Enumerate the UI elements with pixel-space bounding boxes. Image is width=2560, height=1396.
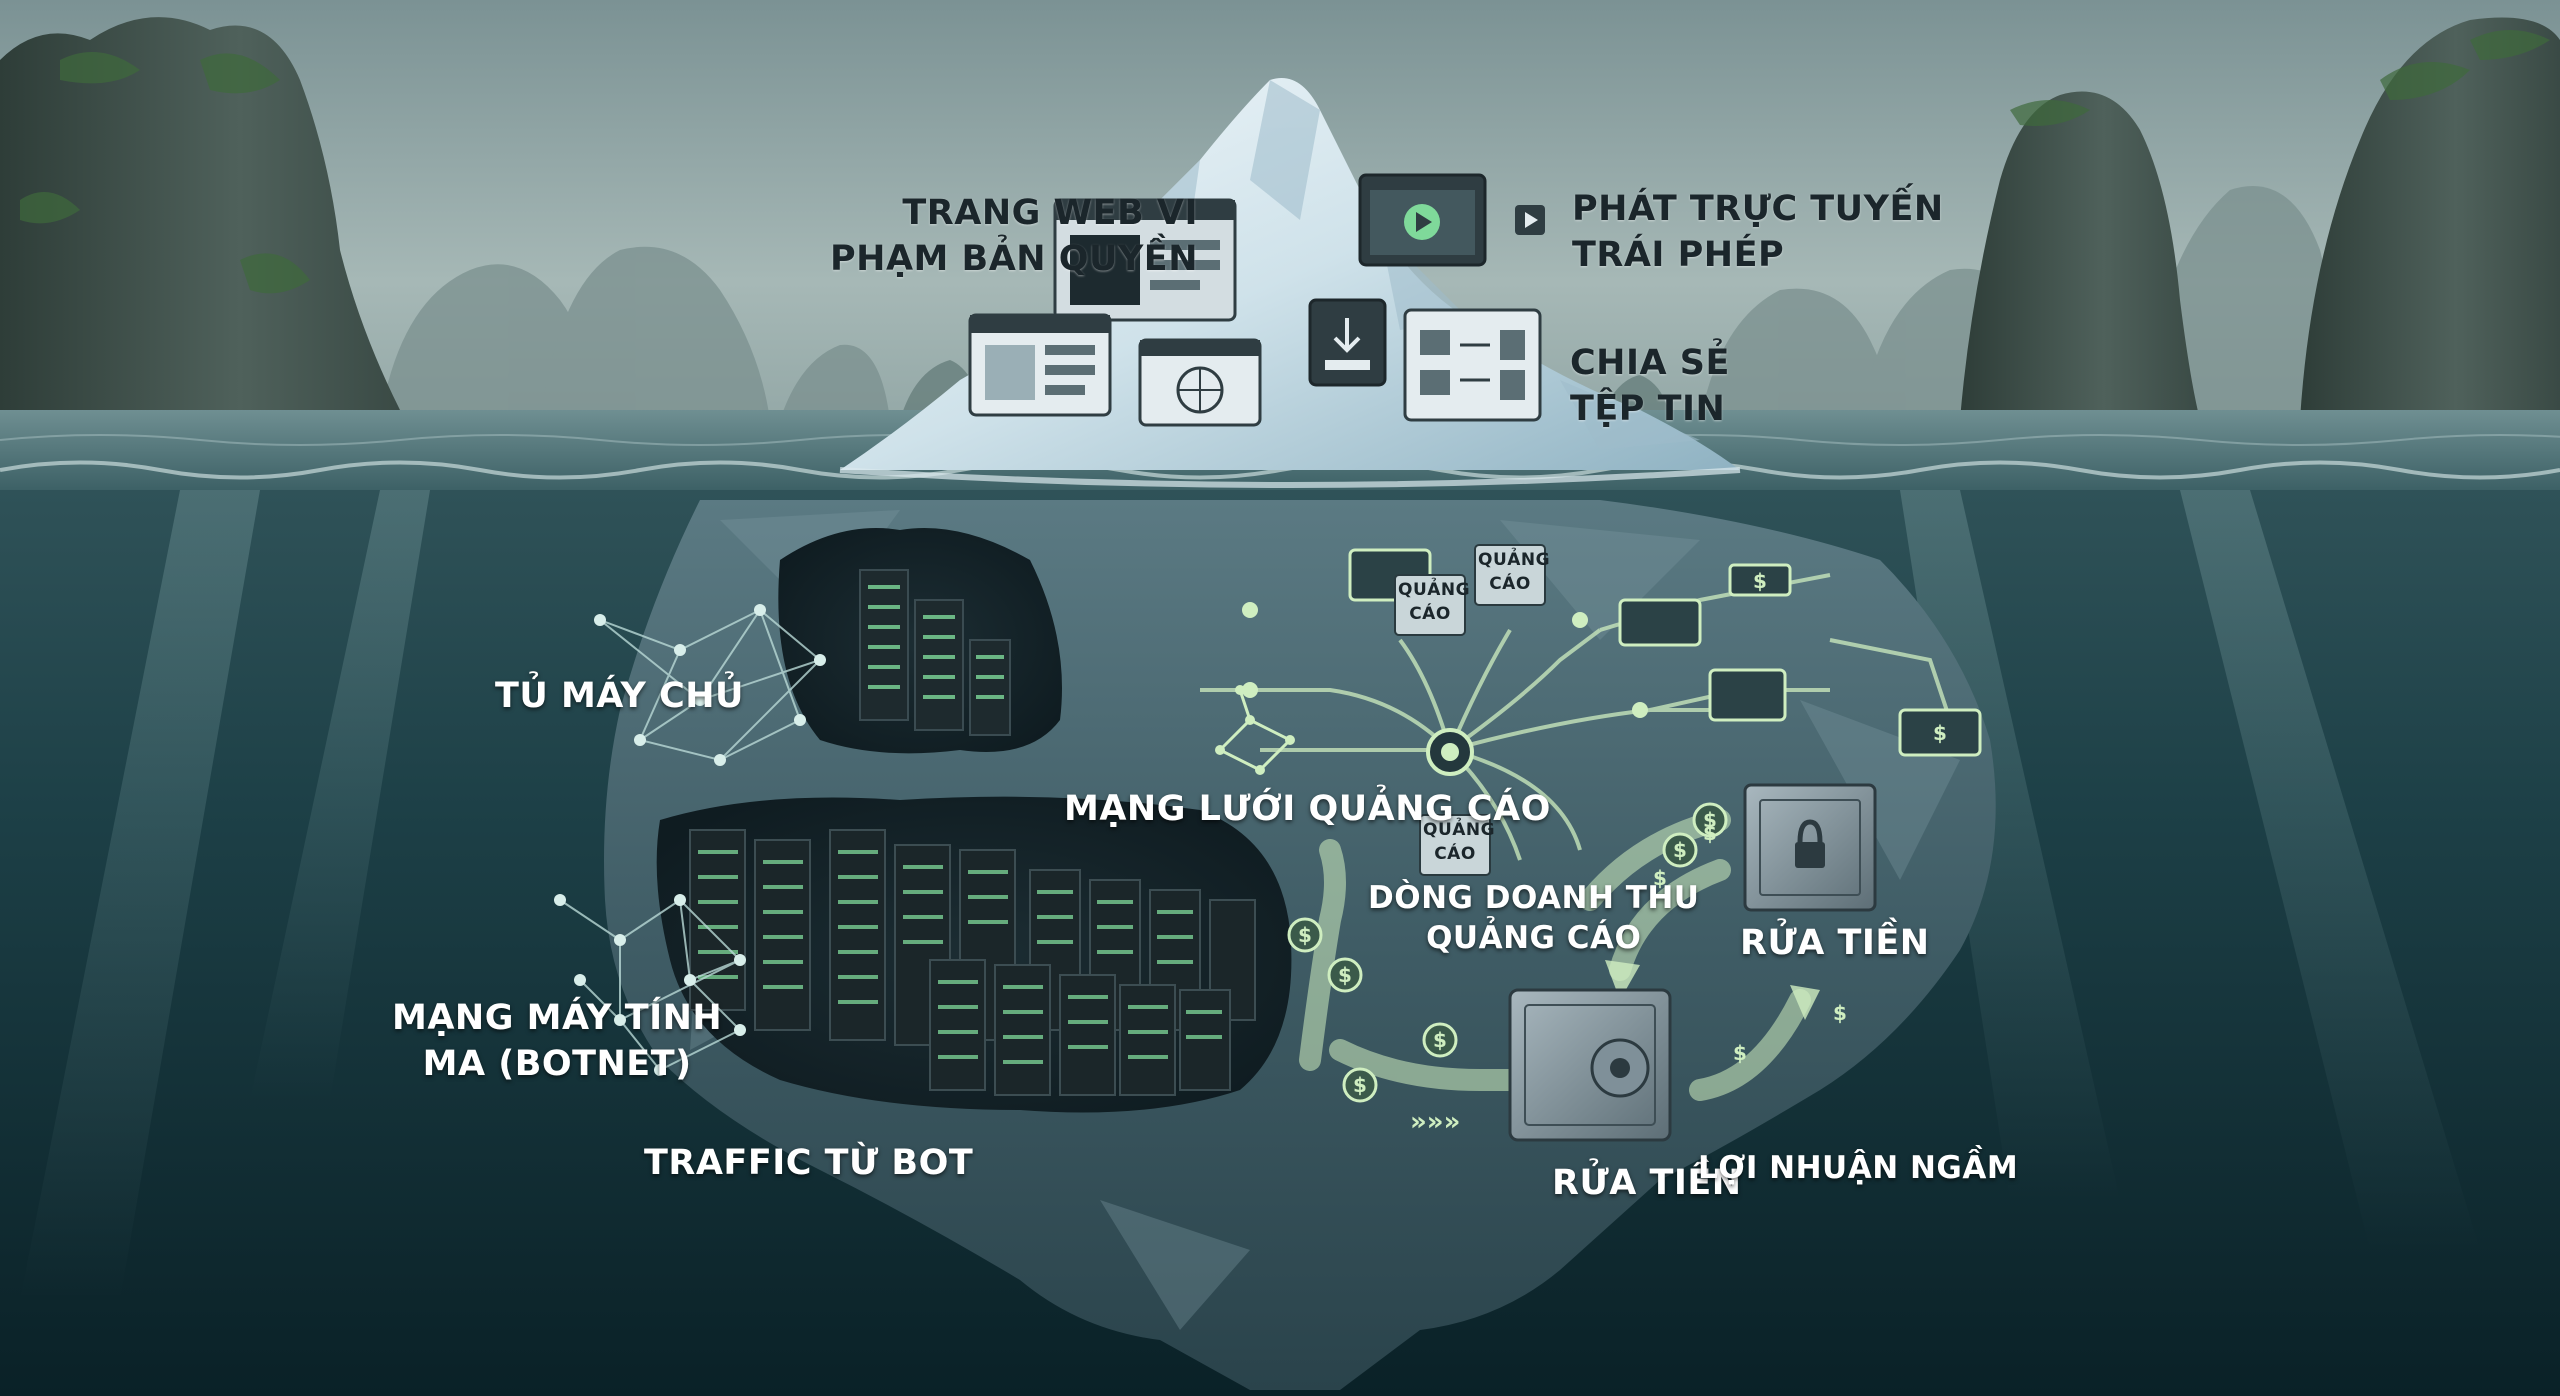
label-ad-revenue-flow: DÒNG DOANH THU QUẢNG CÁO bbox=[1368, 878, 1699, 958]
label-botnet-line-2: MA (BOTNET) bbox=[422, 1044, 692, 1084]
label-piracy-sites: TRANG WEB VI PHẠM BẢN QUYỀN bbox=[830, 190, 1198, 282]
ad-tag-2: QUẢNG CÁO bbox=[1478, 548, 1551, 596]
label-money-laundering-upper: RỬA TIỀN bbox=[1740, 923, 1930, 963]
label-ad-revenue-flow-line-2: QUẢNG CÁO bbox=[1426, 920, 1642, 956]
label-server-racks: TỦ MÁY CHỦ bbox=[495, 676, 744, 716]
label-ad-revenue-flow-line-1: DÒNG DOANH THU bbox=[1368, 880, 1700, 916]
svg-text:»»»: »»» bbox=[1410, 1107, 1460, 1137]
ad-tag-1-line-2: CÁO bbox=[1409, 604, 1451, 624]
svg-text:$: $ bbox=[1933, 721, 1947, 745]
svg-text:$: $ bbox=[1298, 923, 1312, 947]
label-bot-traffic: TRAFFIC TỪ BOT bbox=[644, 1143, 974, 1183]
label-ad-network: MẠNG LƯỚI QUẢNG CÁO bbox=[1064, 789, 1551, 829]
label-botnet-line-1: MẠNG MÁY TÍNH bbox=[392, 998, 723, 1038]
label-illegal-streaming-line-2: TRÁI PHÉP bbox=[1572, 235, 1785, 275]
label-illegal-streaming-line-1: PHÁT TRỰC TUYẾN bbox=[1572, 189, 1944, 229]
svg-text:$: $ bbox=[1833, 1001, 1847, 1025]
ad-tag-3-line-1: QUẢNG bbox=[1423, 820, 1496, 840]
svg-text:$: $ bbox=[1703, 821, 1717, 845]
ad-tag-3-line-2: CÁO bbox=[1434, 844, 1476, 864]
label-file-sharing: CHIA SẺ TỆP TIN bbox=[1570, 340, 1730, 432]
label-illegal-streaming: PHÁT TRỰC TUYẾN TRÁI PHÉP bbox=[1572, 186, 1944, 278]
svg-text:$: $ bbox=[1673, 838, 1687, 862]
svg-text:$: $ bbox=[1433, 1028, 1447, 1052]
svg-text:$: $ bbox=[1653, 866, 1667, 890]
label-file-sharing-line-2: TỆP TIN bbox=[1570, 389, 1726, 429]
label-file-sharing-line-1: CHIA SẺ bbox=[1570, 343, 1730, 383]
svg-text:$: $ bbox=[1353, 1073, 1367, 1097]
ad-tag-1-line-1: QUẢNG bbox=[1398, 580, 1471, 600]
label-hidden-profit: LỢI NHUẬN NGẦM bbox=[1698, 1150, 2019, 1186]
label-botnet: MẠNG MÁY TÍNH MA (BOTNET) bbox=[392, 995, 722, 1087]
svg-text:$: $ bbox=[1753, 569, 1767, 593]
svg-text:$: $ bbox=[1703, 808, 1717, 832]
ad-tag-2-line-2: CÁO bbox=[1489, 574, 1531, 594]
svg-text:$: $ bbox=[1733, 1041, 1747, 1065]
label-piracy-sites-line-1: TRANG WEB VI bbox=[902, 193, 1199, 233]
ad-tag-1: QUẢNG CÁO bbox=[1398, 578, 1471, 626]
ad-tag-3: QUẢNG CÁO bbox=[1423, 818, 1496, 866]
ad-tag-2-line-1: QUẢNG bbox=[1478, 550, 1551, 570]
svg-text:$: $ bbox=[1338, 963, 1352, 987]
label-money-laundering-lower: RỬA TIỀN bbox=[1552, 1163, 1742, 1203]
label-piracy-sites-line-2: PHẠM BẢN QUYỀN bbox=[830, 239, 1199, 279]
